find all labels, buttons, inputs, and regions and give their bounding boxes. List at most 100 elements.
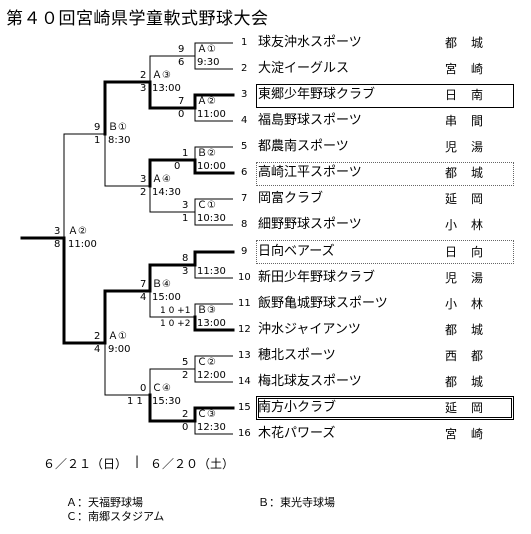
team-region: 都城 — [445, 375, 498, 389]
game-time: 9:00 — [108, 344, 131, 355]
score-bottom: 2 — [182, 370, 189, 381]
team-name: 福島野球スポーツ — [258, 113, 362, 128]
score-bottom: 8 — [54, 239, 61, 250]
game-code: Ａ② — [197, 96, 216, 107]
date-right: ６／２０（土） — [150, 457, 235, 471]
game-time: 10:30 — [197, 213, 226, 224]
score-top: 7 — [178, 96, 185, 107]
date-separator: | — [135, 454, 140, 468]
team-name: 細野野球スポーツ — [258, 217, 362, 232]
game-code: Ｂ④ — [152, 279, 171, 290]
game-time: 15:00 — [152, 292, 181, 303]
score-bottom: 1 — [94, 135, 101, 146]
team-no: 15 — [238, 402, 251, 413]
game-code: Ｂ③ — [197, 305, 216, 316]
score-bottom: 4 — [94, 344, 101, 355]
score-top: 1 — [182, 148, 189, 159]
game-time: 10:00 — [197, 161, 226, 172]
venue-b: Ｂ：東光寺球場 — [258, 496, 335, 509]
team-no: 10 — [238, 272, 251, 283]
team-name: 南方小クラブ — [258, 400, 337, 415]
score-top: 9 — [94, 122, 101, 133]
game-time: 8:30 — [108, 135, 131, 146]
score-top: 0 — [140, 383, 147, 394]
game-time: 11:00 — [68, 239, 97, 250]
score-top: 8 — [182, 253, 189, 264]
team-region: 都城 — [445, 323, 498, 337]
score-top: 1 0 +1 — [160, 306, 191, 316]
team-region: 都城 — [445, 36, 498, 50]
team-region: 宮崎 — [445, 62, 498, 76]
team-box-3 — [256, 84, 514, 108]
score-bottom: 3 — [140, 83, 147, 94]
game-time: 13:00 — [152, 83, 181, 94]
game-code: Ａ④ — [152, 174, 171, 185]
game-code: Ｂ① — [108, 122, 127, 133]
score-bottom: 1 0 +2 — [160, 319, 191, 329]
score-bottom: 0 — [182, 422, 189, 433]
game-time: 11:30 — [197, 266, 226, 277]
score-top: 3 — [54, 226, 61, 237]
score-top: 5 — [182, 357, 189, 368]
game-time: 14:30 — [152, 187, 181, 198]
team-box-9 — [256, 240, 514, 264]
score-bottom: 1 1 — [127, 396, 143, 407]
game-code: Ｃ④ — [152, 383, 171, 394]
team-name: 沖水ジャイアンツ — [258, 322, 361, 337]
game-code: Ｃ② — [197, 357, 216, 368]
game-code: Ａ① — [197, 44, 216, 55]
game-code: Ａ① — [108, 331, 127, 342]
team-no: 11 — [238, 298, 251, 309]
score-bottom: 0 — [178, 109, 185, 120]
team-no: 8 — [241, 219, 248, 230]
score-top: 2 — [182, 409, 189, 420]
team-region: 児湯 — [445, 140, 498, 154]
team-no: 6 — [241, 167, 248, 178]
team-no: 4 — [241, 115, 248, 126]
team-name: 穂北スポーツ — [258, 348, 336, 363]
game-time: 15:30 — [152, 396, 181, 407]
team-region: 小林 — [445, 218, 498, 232]
team-name: 岡富クラブ — [258, 191, 324, 206]
team-box-6 — [256, 162, 514, 186]
team-no: 1 — [241, 37, 248, 48]
team-region: 延岡 — [445, 192, 498, 206]
game-time: 12:30 — [197, 422, 226, 433]
game-time: 11:00 — [197, 109, 226, 120]
score-top: 3 — [182, 200, 189, 211]
score-bottom: 0 — [174, 161, 181, 172]
team-region: 西都 — [445, 349, 498, 363]
team-no: 2 — [241, 63, 248, 74]
game-code: Ｂ② — [197, 148, 216, 159]
score-top: 7 — [140, 279, 147, 290]
team-name: 高崎江平スポーツ — [258, 165, 362, 180]
team-no: 12 — [238, 324, 251, 335]
team-region: 日南 — [445, 88, 498, 102]
team-region: 日向 — [445, 245, 498, 259]
team-name: 東郷少年野球クラブ — [258, 87, 376, 102]
team-region: 児湯 — [445, 271, 498, 285]
score-top: 3 — [140, 174, 147, 185]
game-code: Ａ③ — [152, 70, 171, 81]
game-time: 12:00 — [197, 370, 226, 381]
team-no: 9 — [241, 246, 248, 257]
team-no: 3 — [241, 89, 248, 100]
game-time: 9:30 — [197, 57, 220, 68]
page-title: 第４０回宮崎県学童軟式野球大会 — [6, 9, 269, 29]
team-name: 大淀イーグルス — [258, 61, 350, 76]
team-name: 飯野亀城野球スポーツ — [258, 296, 388, 311]
team-name: 木花パワーズ — [258, 426, 336, 441]
score-bottom: 3 — [182, 266, 189, 277]
score-bottom: 4 — [140, 292, 147, 303]
score-bottom: 1 — [182, 213, 189, 224]
venue-a: Ａ：天福野球場 — [66, 496, 143, 509]
team-name: 新田少年野球クラブ — [258, 270, 376, 285]
team-region: 宮崎 — [445, 427, 498, 441]
team-region: 都城 — [445, 166, 498, 180]
venue-c: Ｃ：南郷スタジアム — [66, 510, 165, 523]
team-name: 梅北球友スポーツ — [258, 374, 362, 389]
date-left: ６／２１（日） — [43, 457, 128, 471]
team-region: 延岡 — [445, 401, 498, 415]
game-code: Ａ② — [68, 226, 87, 237]
